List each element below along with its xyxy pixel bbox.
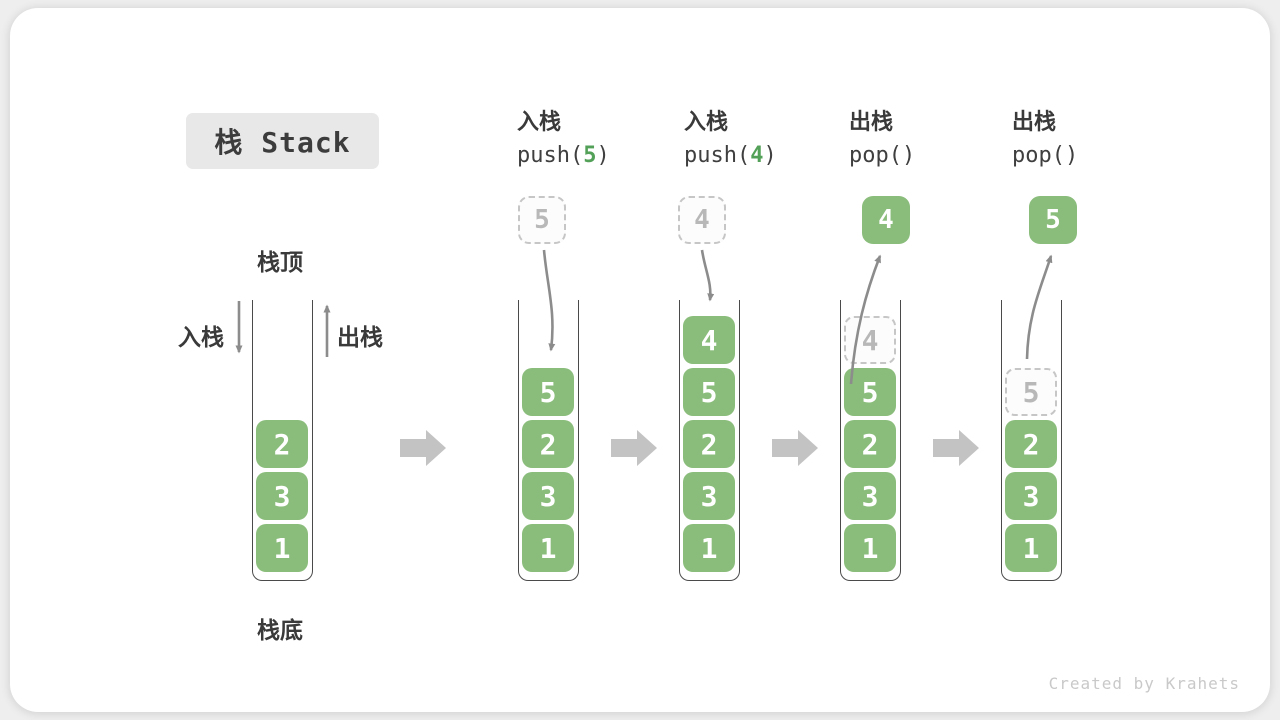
stack-container-pop4: 4 5 2 3 1	[840, 300, 901, 581]
stack-item: 2	[683, 420, 735, 468]
stack-item: 5	[522, 368, 574, 416]
stack-item: 1	[256, 524, 308, 572]
title-badge: 栈 Stack	[186, 113, 379, 169]
op-code-label: pop()	[849, 143, 916, 168]
stack-item: 5	[844, 368, 896, 416]
stack-container-initial: 2 3 1	[252, 300, 313, 581]
stack-item: 2	[522, 420, 574, 468]
stack-item: 2	[844, 420, 896, 468]
op-code-arg: 5	[583, 143, 597, 168]
stack-top-label: 栈顶	[257, 250, 303, 276]
floating-ghost-box: 5	[518, 196, 566, 244]
op-zh-label: 出栈	[1012, 110, 1057, 135]
op-label-push5: 入栈 push(5)	[517, 106, 687, 172]
op-code-label: push(4)	[684, 143, 777, 168]
stack-item: 1	[522, 524, 574, 572]
stack-item: 1	[683, 524, 735, 572]
watermark: Created by Krahets	[1048, 674, 1240, 693]
stack-item: 2	[1005, 420, 1057, 468]
stack-item: 5	[683, 368, 735, 416]
op-zh-label: 入栈	[684, 110, 729, 135]
push-direction-label: 入栈	[178, 325, 224, 351]
op-label-push4: 入栈 push(4)	[684, 106, 854, 172]
op-code-arg: 4	[750, 143, 764, 168]
block-arrow-icon	[611, 430, 657, 466]
stack-item-ghost: 4	[844, 316, 896, 364]
block-arrow-icon	[400, 430, 446, 466]
stack-item: 3	[844, 472, 896, 520]
stack-item: 1	[844, 524, 896, 572]
op-zh-label: 入栈	[517, 110, 562, 135]
stack-container-push4: 4 5 2 3 1	[679, 300, 740, 581]
stack-item: 4	[683, 316, 735, 364]
stack-container-push5: 5 2 3 1	[518, 300, 579, 581]
stack-container-pop5: 5 2 3 1	[1001, 300, 1062, 581]
stack-item: 3	[522, 472, 574, 520]
stack-item: 3	[1005, 472, 1057, 520]
stack-item-ghost: 5	[1005, 368, 1057, 416]
push-arrow-icon	[700, 249, 715, 302]
op-label-pop2: 出栈 pop()	[1012, 106, 1182, 172]
stack-bottom-label: 栈底	[257, 618, 303, 644]
block-arrow-icon	[772, 430, 818, 466]
op-code-label: pop()	[1012, 143, 1079, 168]
stack-item: 3	[683, 472, 735, 520]
op-code-label: push(5)	[517, 143, 610, 168]
stack-item: 2	[256, 420, 308, 468]
floating-popped-box: 5	[1029, 196, 1077, 244]
floating-ghost-box: 4	[678, 196, 726, 244]
op-zh-label: 出栈	[849, 110, 894, 135]
op-label-pop1: 出栈 pop()	[849, 106, 1019, 172]
stack-item: 1	[1005, 524, 1057, 572]
stack-item: 3	[256, 472, 308, 520]
floating-popped-box: 4	[862, 196, 910, 244]
block-arrow-icon	[933, 430, 979, 466]
pop-direction-label: 出栈	[337, 325, 383, 351]
